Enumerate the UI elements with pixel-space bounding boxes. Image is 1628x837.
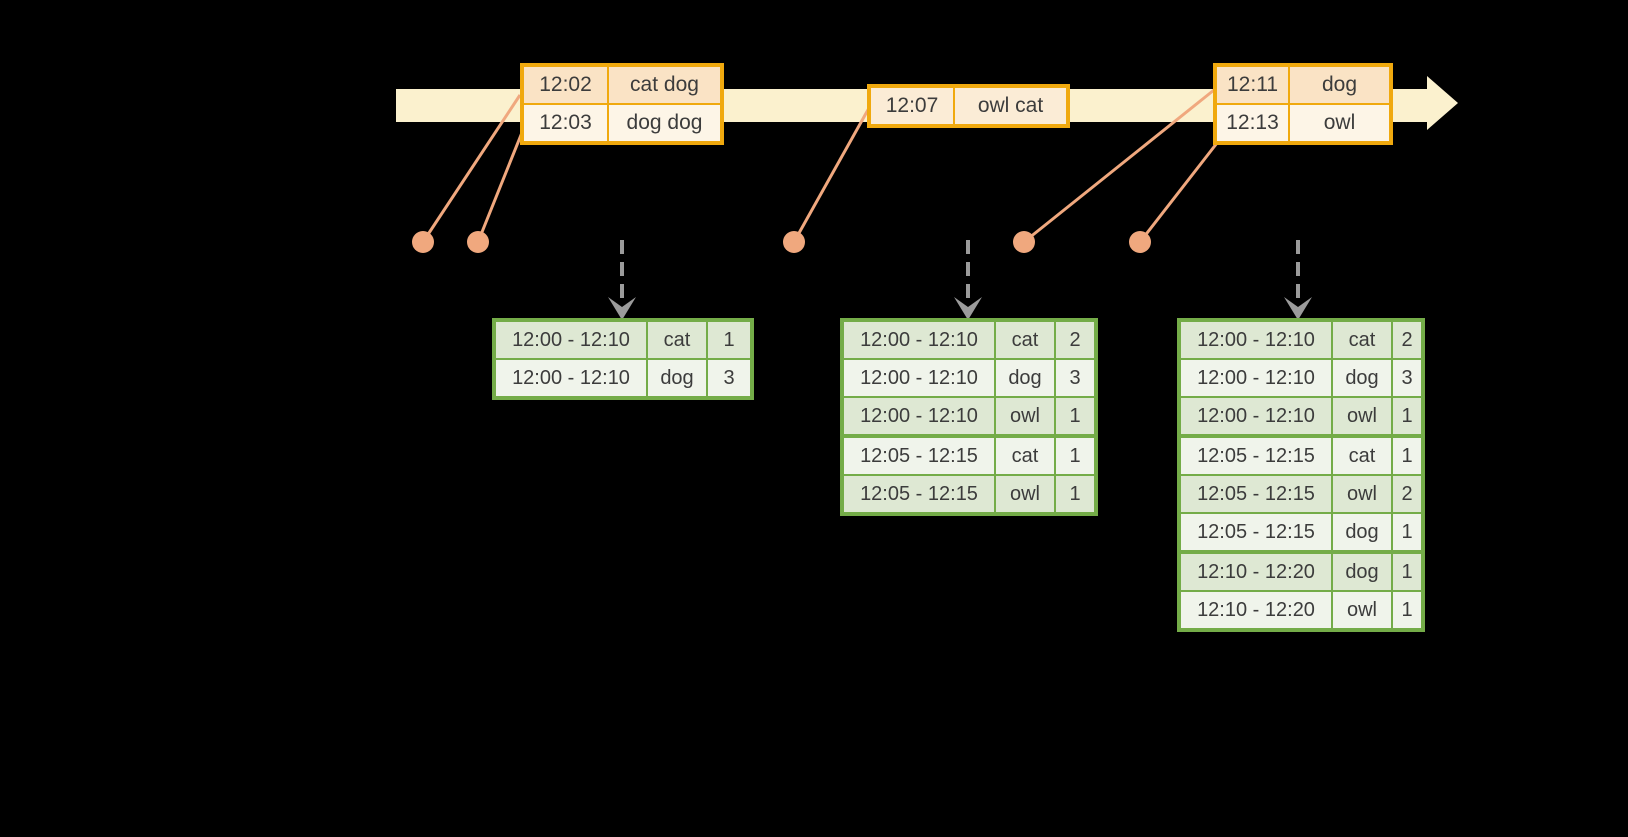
table-cell: 12:00 - 12:10 xyxy=(844,360,996,396)
table-cell: owl xyxy=(996,476,1056,512)
table-cell: owl xyxy=(1333,592,1393,628)
table-cell: 1 xyxy=(1069,404,1081,427)
table-cell: 1 xyxy=(1069,482,1081,505)
table-cell: 12:10 - 12:20 xyxy=(1181,554,1333,590)
table-cell: 3 xyxy=(723,366,735,389)
table-cell: 12:00 - 12:10 xyxy=(496,322,648,358)
table-cell: 12:07 xyxy=(871,88,955,124)
event-table-1207: 12:07 owl cat xyxy=(867,84,1070,128)
table-cell: 12:00 - 12:10 xyxy=(844,322,996,358)
connector-line xyxy=(792,107,871,243)
table-cell: owl xyxy=(1323,111,1356,134)
table-row: 12:07 owl cat xyxy=(871,88,1066,124)
table-cell: 12:00 - 12:10 xyxy=(496,360,648,396)
table-cell: owl xyxy=(1333,398,1393,434)
table-cell: owl xyxy=(996,398,1056,434)
table-cell: dog xyxy=(1333,514,1393,550)
event-table-1211: 12:11 dog 12:13 owl xyxy=(1213,63,1393,145)
table-cell: 12:05 - 12:15 xyxy=(1181,438,1333,474)
event-dot-icon xyxy=(783,231,805,253)
table-cell: 2 xyxy=(1401,328,1413,351)
table-cell: 12:05 - 12:15 xyxy=(1181,476,1333,512)
connector-line xyxy=(476,129,525,243)
table-cell: 12:03 xyxy=(524,105,609,141)
event-dot-icon xyxy=(467,231,489,253)
trigger-arrow-icon xyxy=(608,240,636,320)
table-cell: 12:05 - 12:15 xyxy=(844,476,996,512)
table-cell: dog xyxy=(1321,73,1358,96)
table-cell: 12:05 - 12:15 xyxy=(844,438,996,474)
table-cell: 1 xyxy=(1401,520,1413,543)
table-cell: cat xyxy=(996,322,1056,358)
table-cell: 2 xyxy=(1069,328,1081,351)
table-cell: cat xyxy=(1333,322,1393,358)
event-dot-icon xyxy=(1129,231,1151,253)
event-dot-icon xyxy=(1013,231,1035,253)
table-cell: dog dog xyxy=(626,111,703,134)
table-cell: dog xyxy=(648,360,708,396)
table-row: 12:03 dog dog xyxy=(524,103,720,141)
table-cell: 1 xyxy=(723,328,735,351)
timeline-arrowhead-icon xyxy=(1427,76,1458,130)
table-cell: 3 xyxy=(1069,366,1081,389)
table-cell: 12:00 - 12:10 xyxy=(1181,398,1333,434)
trigger-arrow-icon xyxy=(954,240,982,320)
table-cell: 12:10 - 12:20 xyxy=(1181,592,1333,628)
table-cell: 1 xyxy=(1401,598,1413,621)
event-table-1202: 12:02 cat dog 12:03 dog dog xyxy=(520,63,724,145)
table-row: 12:02 cat dog xyxy=(524,67,720,103)
table-cell: 1 xyxy=(1401,404,1413,427)
table-cell: cat dog xyxy=(630,73,699,96)
connector-line xyxy=(1138,142,1219,243)
table-cell: 2 xyxy=(1401,482,1413,505)
table-cell: owl xyxy=(1333,476,1393,512)
table-cell: 12:13 xyxy=(1217,105,1290,141)
table-cell: owl cat xyxy=(977,94,1044,117)
table-row: 12:13 owl xyxy=(1217,103,1389,141)
table-cell: 12:02 xyxy=(524,67,609,103)
table-cell: 3 xyxy=(1401,366,1413,389)
table-row: 12:11 dog xyxy=(1217,67,1389,103)
table-cell: 12:00 - 12:10 xyxy=(1181,322,1333,358)
table-cell: 1 xyxy=(1401,560,1413,583)
connector-line xyxy=(1023,88,1215,244)
table-cell: dog xyxy=(1333,360,1393,396)
table-cell: 1 xyxy=(1069,444,1081,467)
table-cell: dog xyxy=(1333,554,1393,590)
connector-line xyxy=(421,94,522,243)
event-dot-icon xyxy=(412,231,434,253)
table-cell: cat xyxy=(648,322,708,358)
table-cell: 12:05 - 12:15 xyxy=(1181,514,1333,550)
trigger-arrow-icon xyxy=(1284,240,1312,320)
table-cell: cat xyxy=(996,438,1056,474)
table-cell: dog xyxy=(996,360,1056,396)
table-cell: 12:00 - 12:10 xyxy=(844,398,996,434)
table-cell: 12:11 xyxy=(1217,67,1290,103)
table-cell: 12:00 - 12:10 xyxy=(1181,360,1333,396)
table-cell: cat xyxy=(1333,438,1393,474)
table-cell: 1 xyxy=(1401,444,1413,467)
